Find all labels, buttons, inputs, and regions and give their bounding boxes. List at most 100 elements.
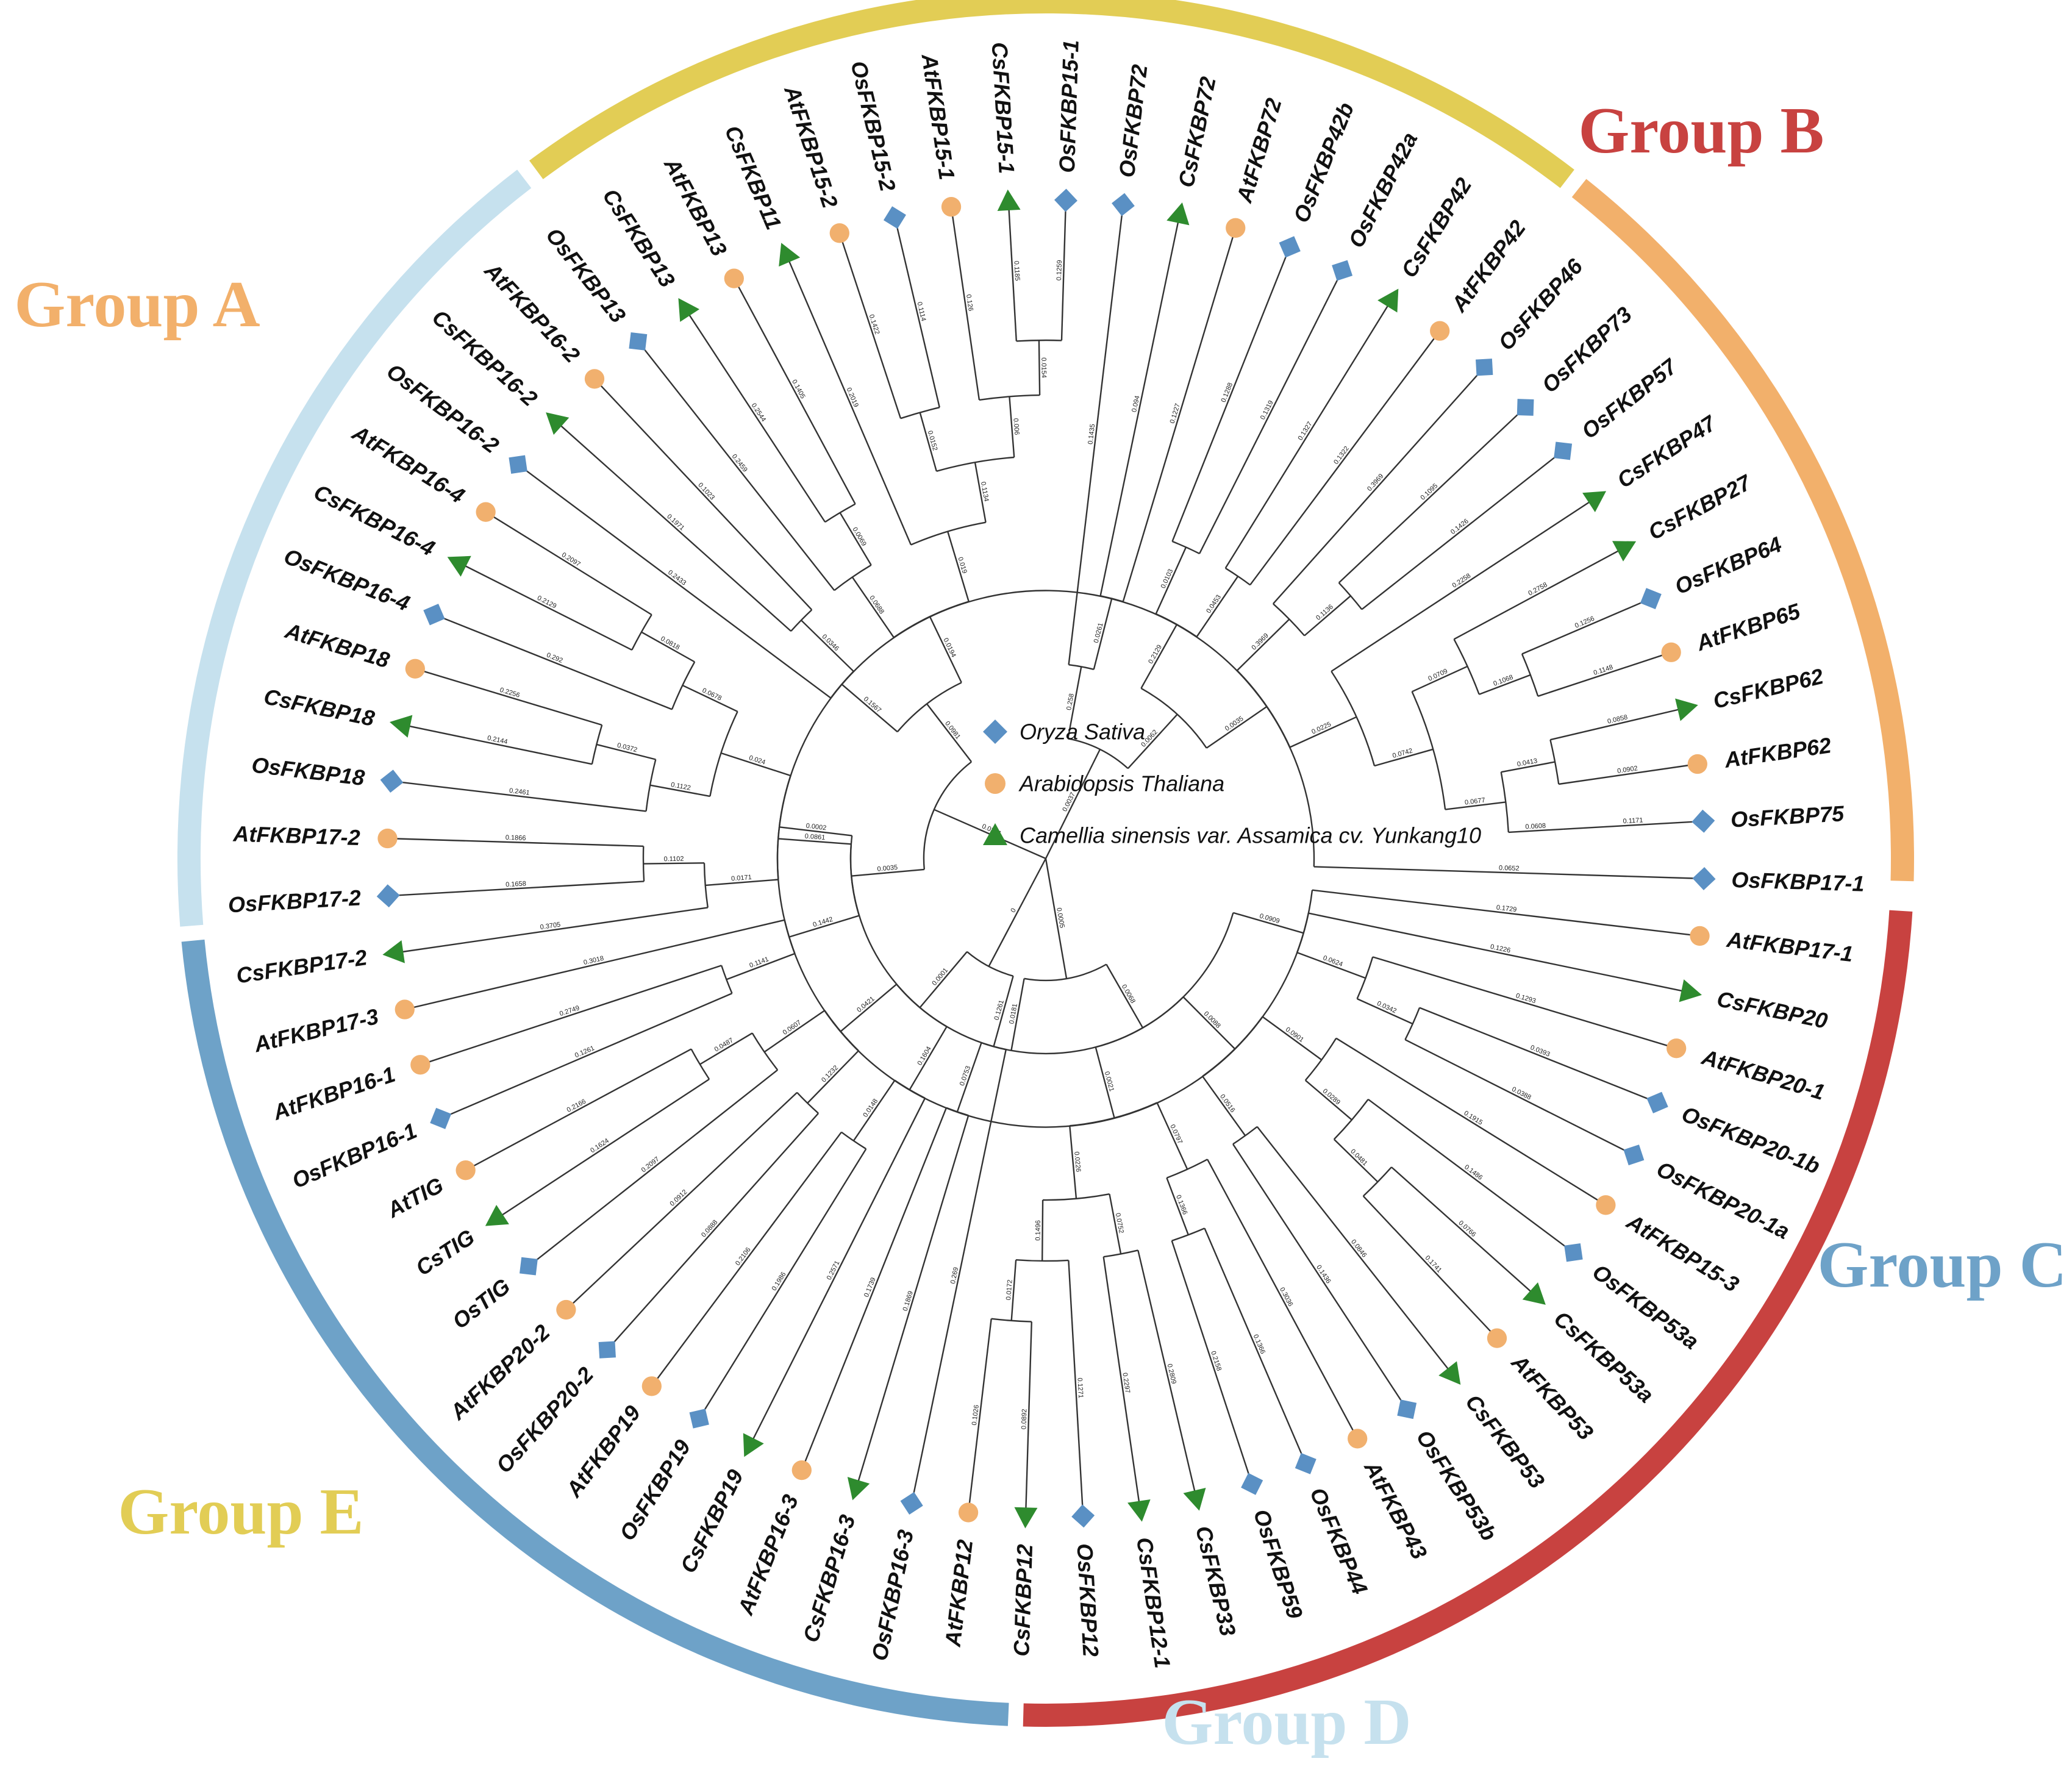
tree-branch — [1305, 1079, 1352, 1121]
leaf-label: AtFKBP16-4 — [348, 420, 469, 508]
tree-branch — [1313, 866, 1704, 880]
arabidopsis-circle-marker — [1667, 1038, 1687, 1059]
branch-length: 0.006 — [1012, 418, 1020, 435]
camellia-triangle-marker — [546, 412, 570, 435]
tree-branch-arc — [894, 1079, 926, 1099]
group-b-label: Group B — [1578, 95, 1824, 167]
tree-branch-arc — [1500, 771, 1509, 832]
arabidopsis-circle-marker — [791, 1460, 812, 1480]
oryza-diamond-marker — [1646, 1091, 1668, 1113]
oryza-diamond-marker — [1279, 236, 1301, 258]
branch-length: 0.2461 — [509, 787, 530, 797]
tree-branch — [1199, 270, 1343, 554]
tree-branch-arc — [896, 984, 948, 1027]
tree-branch — [1445, 801, 1506, 810]
tree-branch — [1109, 1193, 1122, 1254]
tree-branch-arc — [709, 711, 738, 797]
arabidopsis-circle-marker — [941, 197, 962, 217]
tree-branch-arc — [979, 394, 1040, 401]
branch-length: 0.0154 — [1040, 357, 1047, 378]
tree-branch — [894, 217, 940, 408]
oryza-diamond-marker — [509, 455, 527, 474]
branch-length: 0.1102 — [664, 855, 684, 863]
leaf-label: CsFKBP53 — [1460, 1390, 1549, 1493]
tree-branch-arc — [1236, 670, 1291, 748]
leaf-label: CsFKBP18 — [262, 684, 377, 731]
tree-branch — [1312, 889, 1700, 937]
tree-branches — [387, 200, 1704, 1517]
tree-branch-arc — [721, 965, 733, 994]
branch-length: 0.0652 — [1499, 865, 1520, 873]
arabidopsis-circle-marker — [584, 369, 605, 389]
tree-branch — [420, 965, 722, 1066]
branch-length: 0.0892 — [1020, 1409, 1028, 1429]
tree-branch — [1140, 624, 1178, 689]
oryza-diamond-marker — [430, 1107, 452, 1129]
branch-length: 0.0005 — [1055, 907, 1066, 929]
group-c-label: Group C — [1817, 1229, 2067, 1301]
tree-branch — [651, 1131, 842, 1387]
branch-length: 0.0171 — [731, 874, 752, 883]
leaf-label: AtFKBP17-3 — [251, 1004, 381, 1057]
tree-branch — [1122, 227, 1237, 602]
tree-branch-arc — [1068, 738, 1129, 770]
leaf-label: OsFKBP16-3 — [866, 1527, 918, 1663]
tree-branch — [1156, 1102, 1188, 1170]
tree-branch — [1391, 1166, 1538, 1298]
tree-branch — [807, 1050, 859, 1104]
tree-branch — [1182, 996, 1235, 1049]
tree-branch — [929, 616, 962, 683]
tree-branch — [596, 743, 656, 760]
tree-branch-arc — [1338, 582, 1363, 610]
tree-branch — [387, 837, 644, 847]
oryza-diamond-marker — [629, 332, 648, 351]
tree-branch — [852, 1080, 896, 1141]
tree-branch — [637, 341, 835, 591]
leaf-label: OsFKBP64 — [1671, 532, 1785, 599]
tree-branch — [1333, 1138, 1379, 1183]
tree-branch — [1361, 450, 1563, 610]
oryza-diamond-marker — [900, 1491, 923, 1515]
leaf-label: OsTIG — [448, 1273, 515, 1334]
tree-branch — [1289, 716, 1357, 748]
tree-branch — [1024, 1321, 1032, 1517]
leaf-label: OsFKBP44 — [1305, 1484, 1373, 1598]
tree-branch — [1206, 705, 1268, 749]
tree-branch — [1372, 956, 1677, 1049]
tree-branch — [682, 684, 738, 712]
tree-branch — [485, 511, 652, 616]
leaf-label: AtFKBP16-3 — [732, 1491, 803, 1618]
leaf-label: OsFKBP20-1a — [1652, 1156, 1793, 1244]
tree-branch-arc — [631, 614, 652, 651]
tree-branch — [1368, 1098, 1574, 1254]
branch-length: 0.0035 — [877, 864, 898, 873]
leaf-label: CsFKBP20 — [1715, 986, 1830, 1034]
branch-length: 0.0226 — [1073, 1151, 1082, 1173]
tree-branch-arc — [1095, 996, 1184, 1048]
branch-length: 0.094 — [1131, 395, 1141, 413]
tree-branch-arc — [1521, 654, 1539, 697]
tree-branch — [1262, 1016, 1323, 1061]
oryza-diamond-marker — [1516, 399, 1534, 416]
tree-branch — [1479, 674, 1531, 695]
oryza-diamond-marker — [1554, 441, 1573, 460]
tree-branch — [1419, 1007, 1658, 1104]
branch-length: 0.1866 — [505, 834, 526, 842]
leaf-label: OsFKBP12 — [1072, 1543, 1103, 1657]
tree-branch — [434, 613, 673, 710]
tree-branch-arc — [776, 775, 791, 880]
tree-branch — [1127, 713, 1178, 770]
arabidopsis-circle-marker — [1687, 754, 1707, 774]
leaf-label: CsTIG — [411, 1224, 479, 1280]
leaf-label: CsFKBP12-1 — [1132, 1535, 1175, 1670]
branch-length: 0.3705 — [540, 921, 561, 931]
tree-branch — [1102, 1257, 1141, 1510]
oryza-diamond-marker — [1692, 809, 1715, 833]
tree-branch — [947, 531, 970, 602]
branch-length: 0.1729 — [1496, 904, 1517, 913]
branch-length: 0.2297 — [1121, 1372, 1131, 1393]
branch-length: 0.1271 — [1076, 1377, 1084, 1398]
legend-label: Camellia sinensis var. Assamica cv. Yunk… — [1020, 823, 1481, 848]
tree-branch-arc — [1171, 1227, 1205, 1241]
